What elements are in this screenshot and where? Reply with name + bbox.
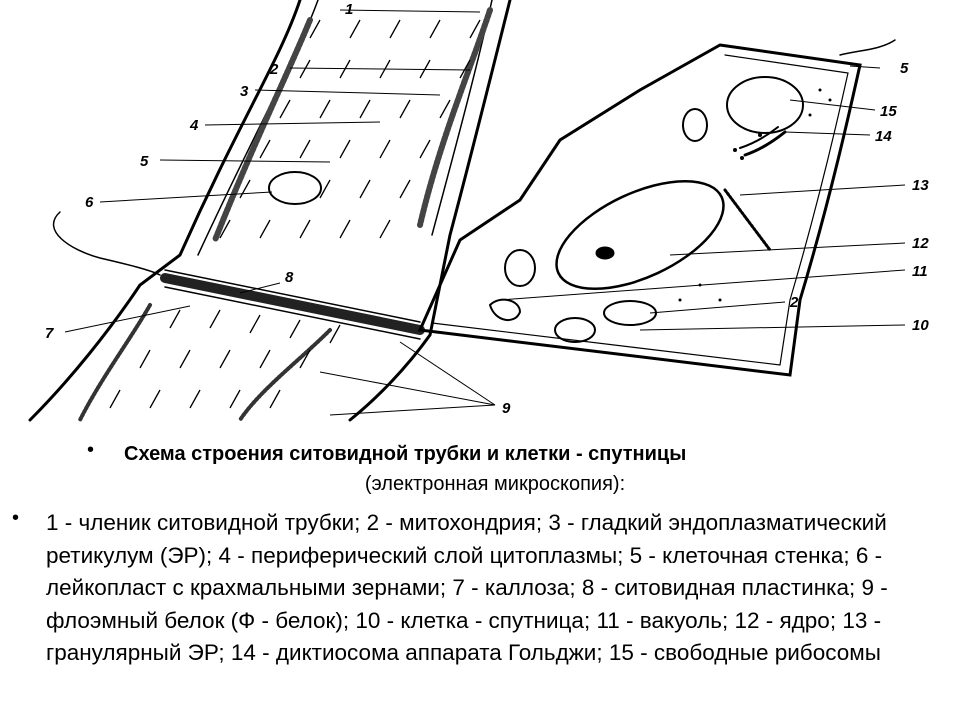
label-3: 3 [240, 83, 249, 100]
label-6: 6 [85, 194, 94, 211]
label-13: 13 [912, 177, 929, 194]
label-15: 15 [880, 103, 897, 120]
label-7: 7 [45, 325, 54, 342]
sieve-tube-diagram: 1 2 3 4 5 6 7 8 9 10 11 12 13 14 15 2 5 [28, 0, 929, 422]
legend-text: 1 - членик ситовидной трубки; 2 - митохо… [46, 510, 888, 666]
label-5: 5 [140, 153, 149, 170]
label-9: 9 [502, 400, 511, 417]
label-5b: 5 [900, 60, 909, 77]
companion-cell [417, 43, 862, 377]
tube-left-wall [28, 0, 302, 422]
label-8: 8 [285, 269, 294, 286]
label-14: 14 [875, 128, 892, 145]
caption-bullet: • [87, 439, 95, 461]
tube-right-wall [348, 0, 512, 422]
label-1: 1 [345, 1, 353, 18]
sieve-plate [160, 273, 425, 335]
vacuole [726, 76, 804, 134]
caption-title: Схема строения ситовидной трубки и клетк… [124, 443, 687, 465]
nucleus [555, 179, 725, 291]
caption-subtitle: (электронная микроскопия): [364, 473, 626, 495]
label-4: 4 [189, 117, 199, 134]
legend-bullet: • [12, 507, 20, 529]
label-10: 10 [912, 317, 929, 334]
label-2: 2 [269, 61, 279, 78]
label-11: 11 [912, 263, 928, 280]
label-12: 12 [912, 235, 929, 252]
label-2b: 2 [789, 294, 799, 311]
